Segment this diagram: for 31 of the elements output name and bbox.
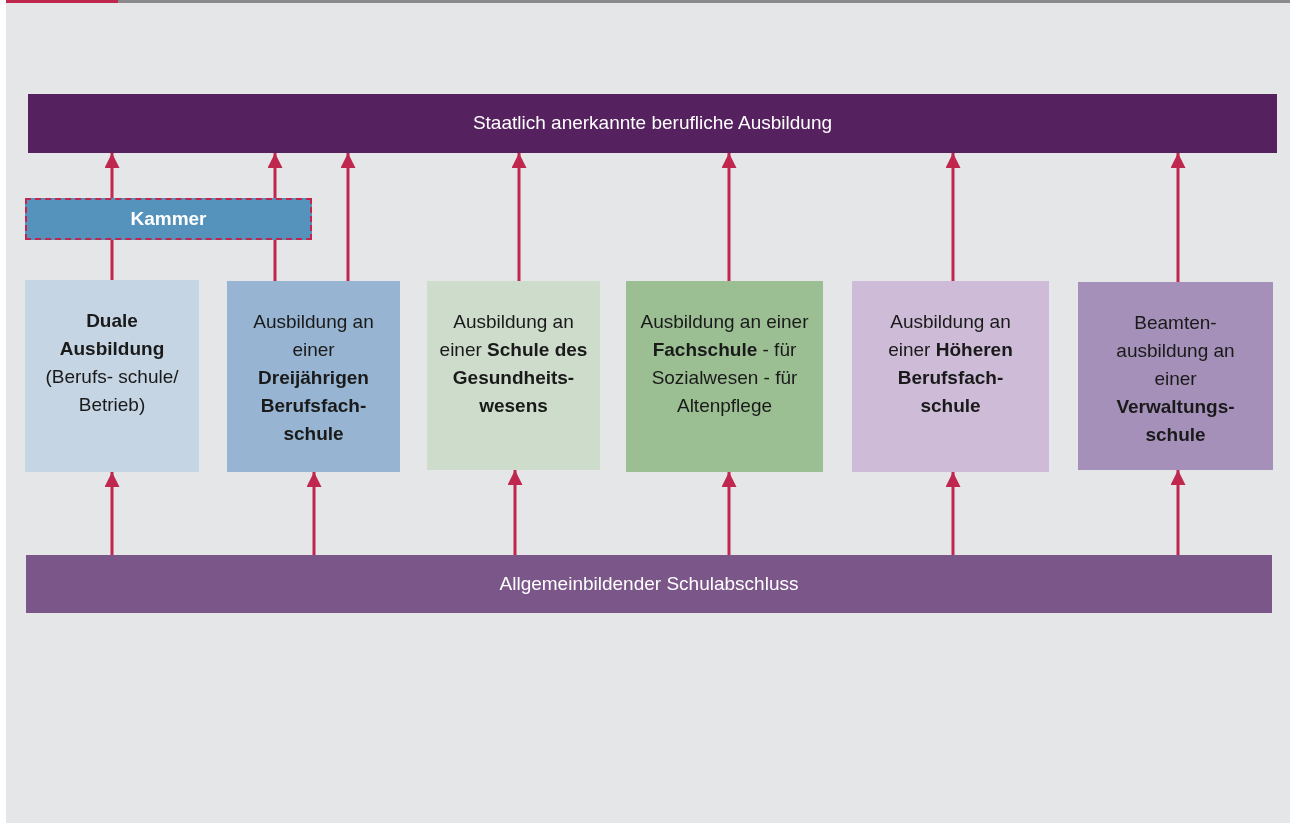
arrow [104,153,120,198]
node-text: Ausbildung an einer Schule des Gesundheits- wesens [439,311,588,416]
training-box [427,281,600,470]
foundation-bar [26,555,1272,613]
node-text: Ausbildung an einer Dreijährigen Berufsfach- schule [253,311,374,444]
node-text: Duale Ausbildung (Berufs- schule/ Betrieb) [45,310,179,415]
training-box [1078,282,1273,470]
training-box [852,281,1049,472]
arrow [1170,153,1186,282]
arrow [267,153,283,198]
arrow [306,472,322,555]
arrow [104,472,120,555]
chamber-box [25,198,312,240]
training-box [626,281,823,472]
banner-bar [28,94,1277,153]
arrow [1170,470,1186,555]
arrow [945,153,961,281]
node-text: Ausbildung an einer Fachschule - für Sozialwesen - für Altenpflege [640,311,809,416]
arrow [507,470,523,555]
node-text: Beamten- ausbildung an einer Verwaltungs- schule [1116,312,1235,445]
arrow [721,153,737,281]
node-text: Staatlich anerkannte berufliche Ausbildung [472,111,833,136]
node-text: Ausbildung an einer Höheren Berufsfach- schule [888,311,1013,416]
training-box [25,280,199,472]
arrow [945,472,961,555]
node-text: Kammer [130,206,207,231]
arrow [511,153,527,281]
node-text: Allgemeinbildender Schulabschluss [499,571,799,596]
arrow [721,472,737,555]
training-box [227,281,400,472]
arrow [340,153,356,281]
